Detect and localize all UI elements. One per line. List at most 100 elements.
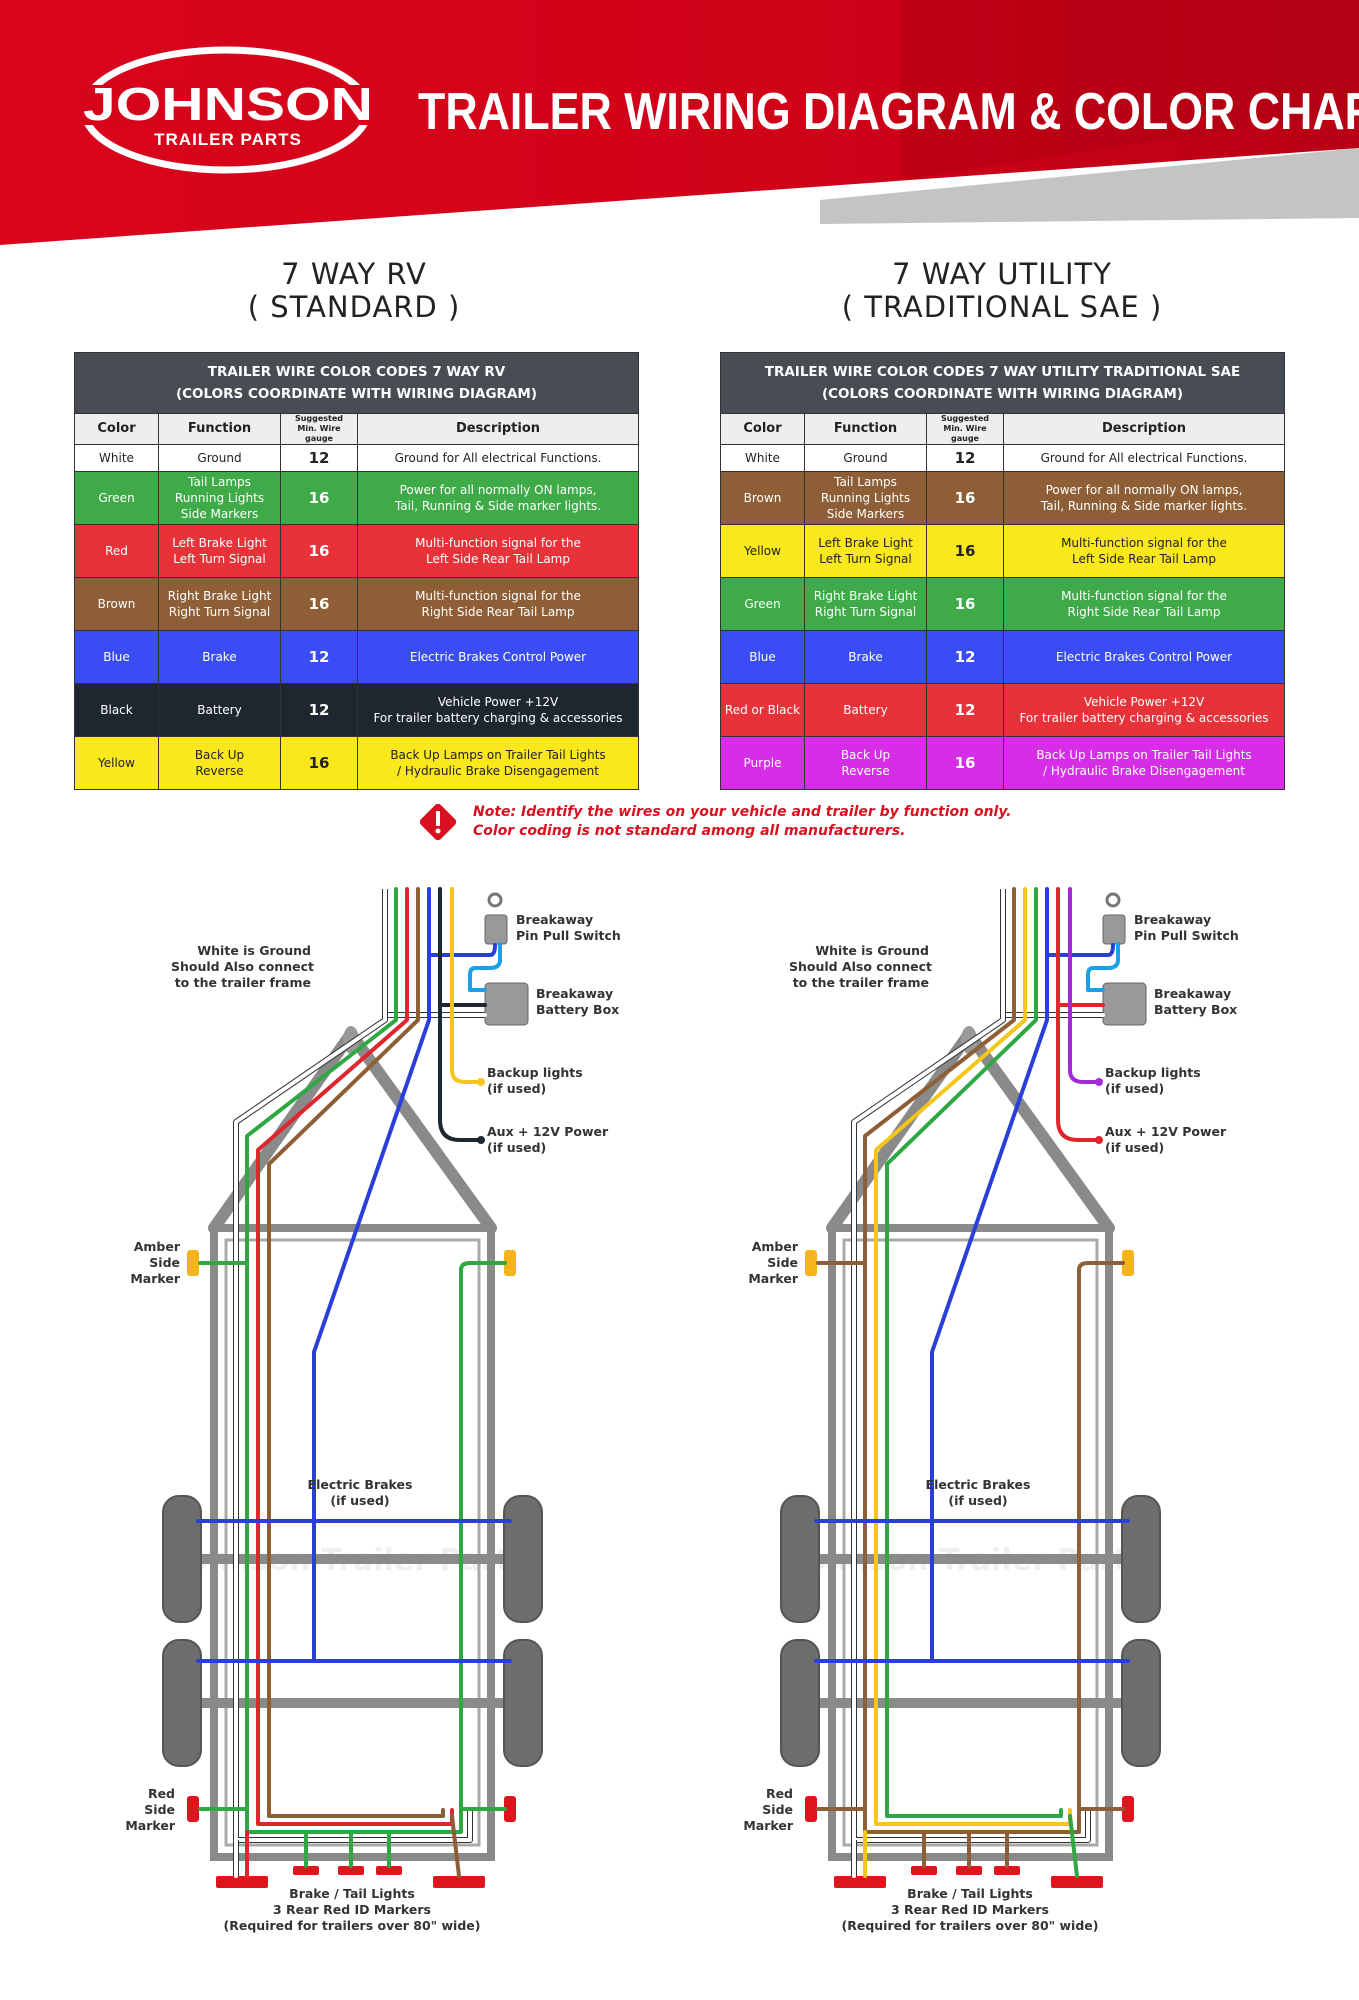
- cell-gauge: 16: [926, 471, 1004, 525]
- trailer-diagram: Johnson Trailer Parts: [162, 887, 543, 1888]
- note-text: Note: Identify the wires on your vehicle…: [473, 803, 1012, 841]
- cell-gauge: 12: [926, 630, 1004, 684]
- cell-gauge: 12: [926, 444, 1004, 472]
- table-caption: TRAILER WIRE COLOR CODES 7 WAY UTILITY T…: [720, 352, 1285, 414]
- wire-brake-branch: [427, 943, 497, 957]
- johnson-logo: JOHNSON TRAILER PARTS: [78, 46, 378, 174]
- cell-description: Ground for All electrical Functions.: [357, 444, 639, 472]
- label-aux: Aux + 12V Power(if used): [487, 1124, 609, 1155]
- wire-brake-branch: [1045, 943, 1115, 957]
- cell-color: Blue: [74, 630, 159, 684]
- red-side-marker: [1122, 1796, 1134, 1822]
- table-caption: TRAILER WIRE COLOR CODES 7 WAY RV(COLORS…: [74, 352, 639, 414]
- axle: [816, 1698, 1128, 1708]
- wheel: [503, 1495, 543, 1623]
- cell-color: White: [74, 444, 159, 472]
- wheel: [162, 1639, 202, 1767]
- aux-terminal: [477, 1136, 485, 1144]
- breakaway-switch: [1102, 914, 1126, 945]
- backup-terminal: [477, 1078, 485, 1086]
- wire-aux: [438, 887, 482, 1142]
- table-row: Blue Brake 12 Electric Brakes Control Po…: [720, 630, 1285, 684]
- id-marker-light: [338, 1866, 364, 1875]
- battery-box: [484, 982, 529, 1026]
- wire-1: [245, 887, 463, 1834]
- label-aux: Aux + 12V Power(if used): [1105, 1124, 1227, 1155]
- cell-color: Yellow: [720, 524, 805, 578]
- cell-color: Purple: [720, 736, 805, 790]
- wire-backup: [1068, 887, 1100, 1084]
- amber-side-marker: [805, 1250, 817, 1276]
- cell-function: Battery: [804, 683, 927, 737]
- cell-color: Red or Black: [720, 683, 805, 737]
- table-row: White Ground 12 Ground for All electrica…: [74, 444, 639, 472]
- tail-light: [433, 1876, 485, 1888]
- cell-gauge: 12: [280, 683, 358, 737]
- cell-gauge: 12: [280, 444, 358, 472]
- cell-gauge: 16: [280, 471, 358, 525]
- wire-backup: [450, 887, 482, 1084]
- wire-marker-feed: [1077, 1261, 1125, 1272]
- cell-color: Green: [74, 471, 159, 525]
- cell-gauge: 16: [280, 524, 358, 578]
- cell-gauge: 16: [280, 736, 358, 790]
- red-side-marker: [504, 1796, 516, 1822]
- section-title-line: 7 WAY UTILITY: [892, 257, 1112, 291]
- id-marker-light: [293, 1866, 319, 1875]
- wire-color-table-utility: TRAILER WIRE COLOR CODES 7 WAY UTILITY T…: [720, 352, 1285, 790]
- pin-ring: [1105, 892, 1121, 908]
- table-row: Blue Brake 12 Electric Brakes Control Po…: [74, 630, 639, 684]
- battery-box: [1102, 982, 1147, 1026]
- wire-4: [312, 887, 431, 1663]
- cell-description: Power for all normally ON lamps,Tail, Ru…: [357, 471, 639, 525]
- cell-color: Blue: [720, 630, 805, 684]
- wire-color-table-rv: TRAILER WIRE COLOR CODES 7 WAY RV(COLORS…: [74, 352, 639, 790]
- red-side-marker: [187, 1796, 199, 1822]
- section-subtitle-line: ( TRADITIONAL SAE ): [841, 290, 1163, 324]
- cell-function: Ground: [804, 444, 927, 472]
- table-row: White Ground 12 Ground for All electrica…: [720, 444, 1285, 472]
- cell-gauge: 16: [926, 736, 1004, 790]
- wheel: [780, 1639, 820, 1767]
- cell-color: White: [720, 444, 805, 472]
- cell-color: Red: [74, 524, 159, 578]
- cell-description: Electric Brakes Control Power: [1003, 630, 1285, 684]
- cell-description: Ground for All electrical Functions.: [1003, 444, 1285, 472]
- column-header-color: Color: [74, 413, 159, 445]
- axle: [198, 1698, 510, 1708]
- axle: [198, 1554, 510, 1564]
- wheel: [503, 1639, 543, 1767]
- section-title-rv: 7 WAY RV ( STANDARD ): [104, 258, 604, 324]
- column-header-color: Color: [720, 413, 805, 445]
- wire-4: [930, 887, 1049, 1663]
- aux-terminal: [1095, 1136, 1103, 1144]
- label-brakes: Electric Brakes(if used): [307, 1477, 413, 1508]
- id-marker-light: [994, 1866, 1020, 1875]
- wire-0: [234, 887, 472, 1842]
- wheel: [780, 1495, 820, 1623]
- wire-aux: [1056, 887, 1100, 1142]
- cell-color: Brown: [74, 577, 159, 631]
